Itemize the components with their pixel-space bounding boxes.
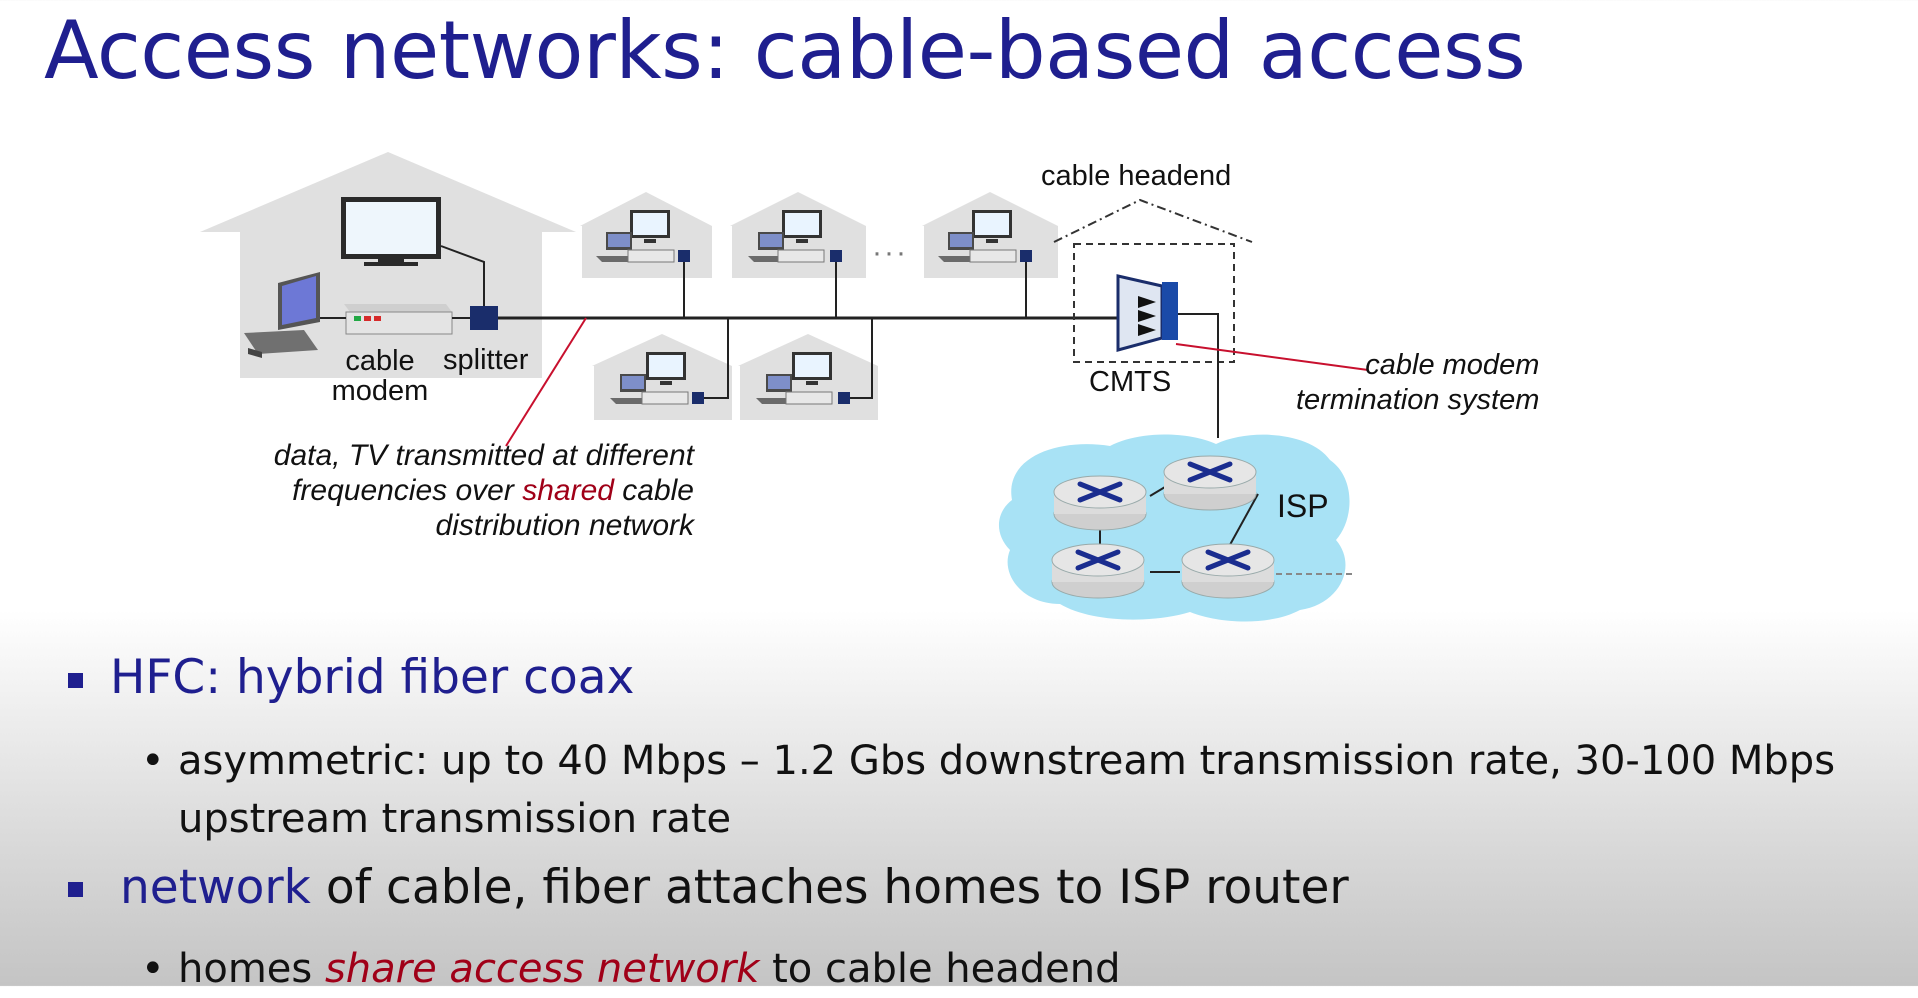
sub-bullet-dot: •: [141, 738, 165, 784]
cmts-icon: [1116, 274, 1178, 352]
caption-line-2: frequencies over shared cable: [200, 473, 694, 508]
cmts-annotation-line: [1175, 343, 1369, 371]
cable-access-diagram: [200, 152, 1369, 622]
sub-bullet-asymmetric: • asymmetric: up to 40 Mbps – 1.2 Gbs do…: [141, 732, 1898, 848]
slide-title: Access networks: cable-based access: [44, 4, 1526, 97]
caption-text: cable: [613, 474, 694, 507]
tv-icon: [341, 197, 441, 266]
bullet-highlight: network: [120, 860, 311, 915]
ellipsis-label: ···: [872, 236, 908, 269]
bullet-network: network of cable, fiber attaches homes t…: [120, 860, 1349, 915]
sub-bullet-dot: •: [141, 946, 165, 992]
sub-bullet-share: • homes share access network to cable he…: [141, 940, 1121, 998]
isp-router-icon: [1052, 544, 1144, 598]
home-top-2: [730, 192, 866, 318]
caption-highlight: shared: [522, 474, 614, 507]
sub-bullet-text: homes: [178, 946, 325, 992]
caption-line-1: data, TV transmitted at different: [273, 439, 694, 472]
home-top-3: [922, 192, 1058, 318]
bullet-text: of cable, fiber attaches homes to ISP ro…: [310, 860, 1349, 915]
cmts-description-label: cable modem termination system: [1296, 349, 1540, 416]
cable-headend-building: [1053, 198, 1253, 363]
isp-router-icon: [1054, 476, 1146, 530]
main-home: [200, 152, 576, 378]
bullet-marker: [68, 673, 83, 688]
diagram-caption: data, TV transmitted at different freque…: [200, 438, 694, 543]
isp-router-icon: [1164, 456, 1256, 510]
splitter-icon: [470, 306, 498, 330]
sub-bullet-text: asymmetric: up to 40 Mbps – 1.2 Gbs down…: [178, 738, 1836, 842]
cable-annotation-line: [505, 317, 587, 447]
cable-modem-icon: [344, 304, 453, 335]
bullet-hfc: HFC: hybrid fiber coax: [110, 650, 635, 705]
caption-line-3: distribution network: [435, 509, 694, 542]
cable-modem-label: cable modem: [331, 345, 429, 407]
caption-text: frequencies over: [292, 474, 523, 507]
sub-bullet-highlight: share access network: [324, 946, 760, 992]
cable-headend-label: cable headend: [1041, 160, 1232, 192]
isp-cloud: [998, 434, 1354, 622]
cmts-label: CMTS: [1089, 366, 1172, 398]
splitter-label: splitter: [443, 344, 529, 376]
isp-label: ISP: [1277, 488, 1329, 524]
isp-router-icon: [1182, 544, 1274, 598]
desktop-pc-icon: [244, 272, 320, 358]
home-top-1: [580, 192, 712, 318]
sub-bullet-text: to cable headend: [759, 946, 1121, 992]
home-bottom-1: [592, 318, 732, 420]
bullet-marker: [68, 882, 83, 897]
home-bottom-2: [738, 318, 878, 420]
